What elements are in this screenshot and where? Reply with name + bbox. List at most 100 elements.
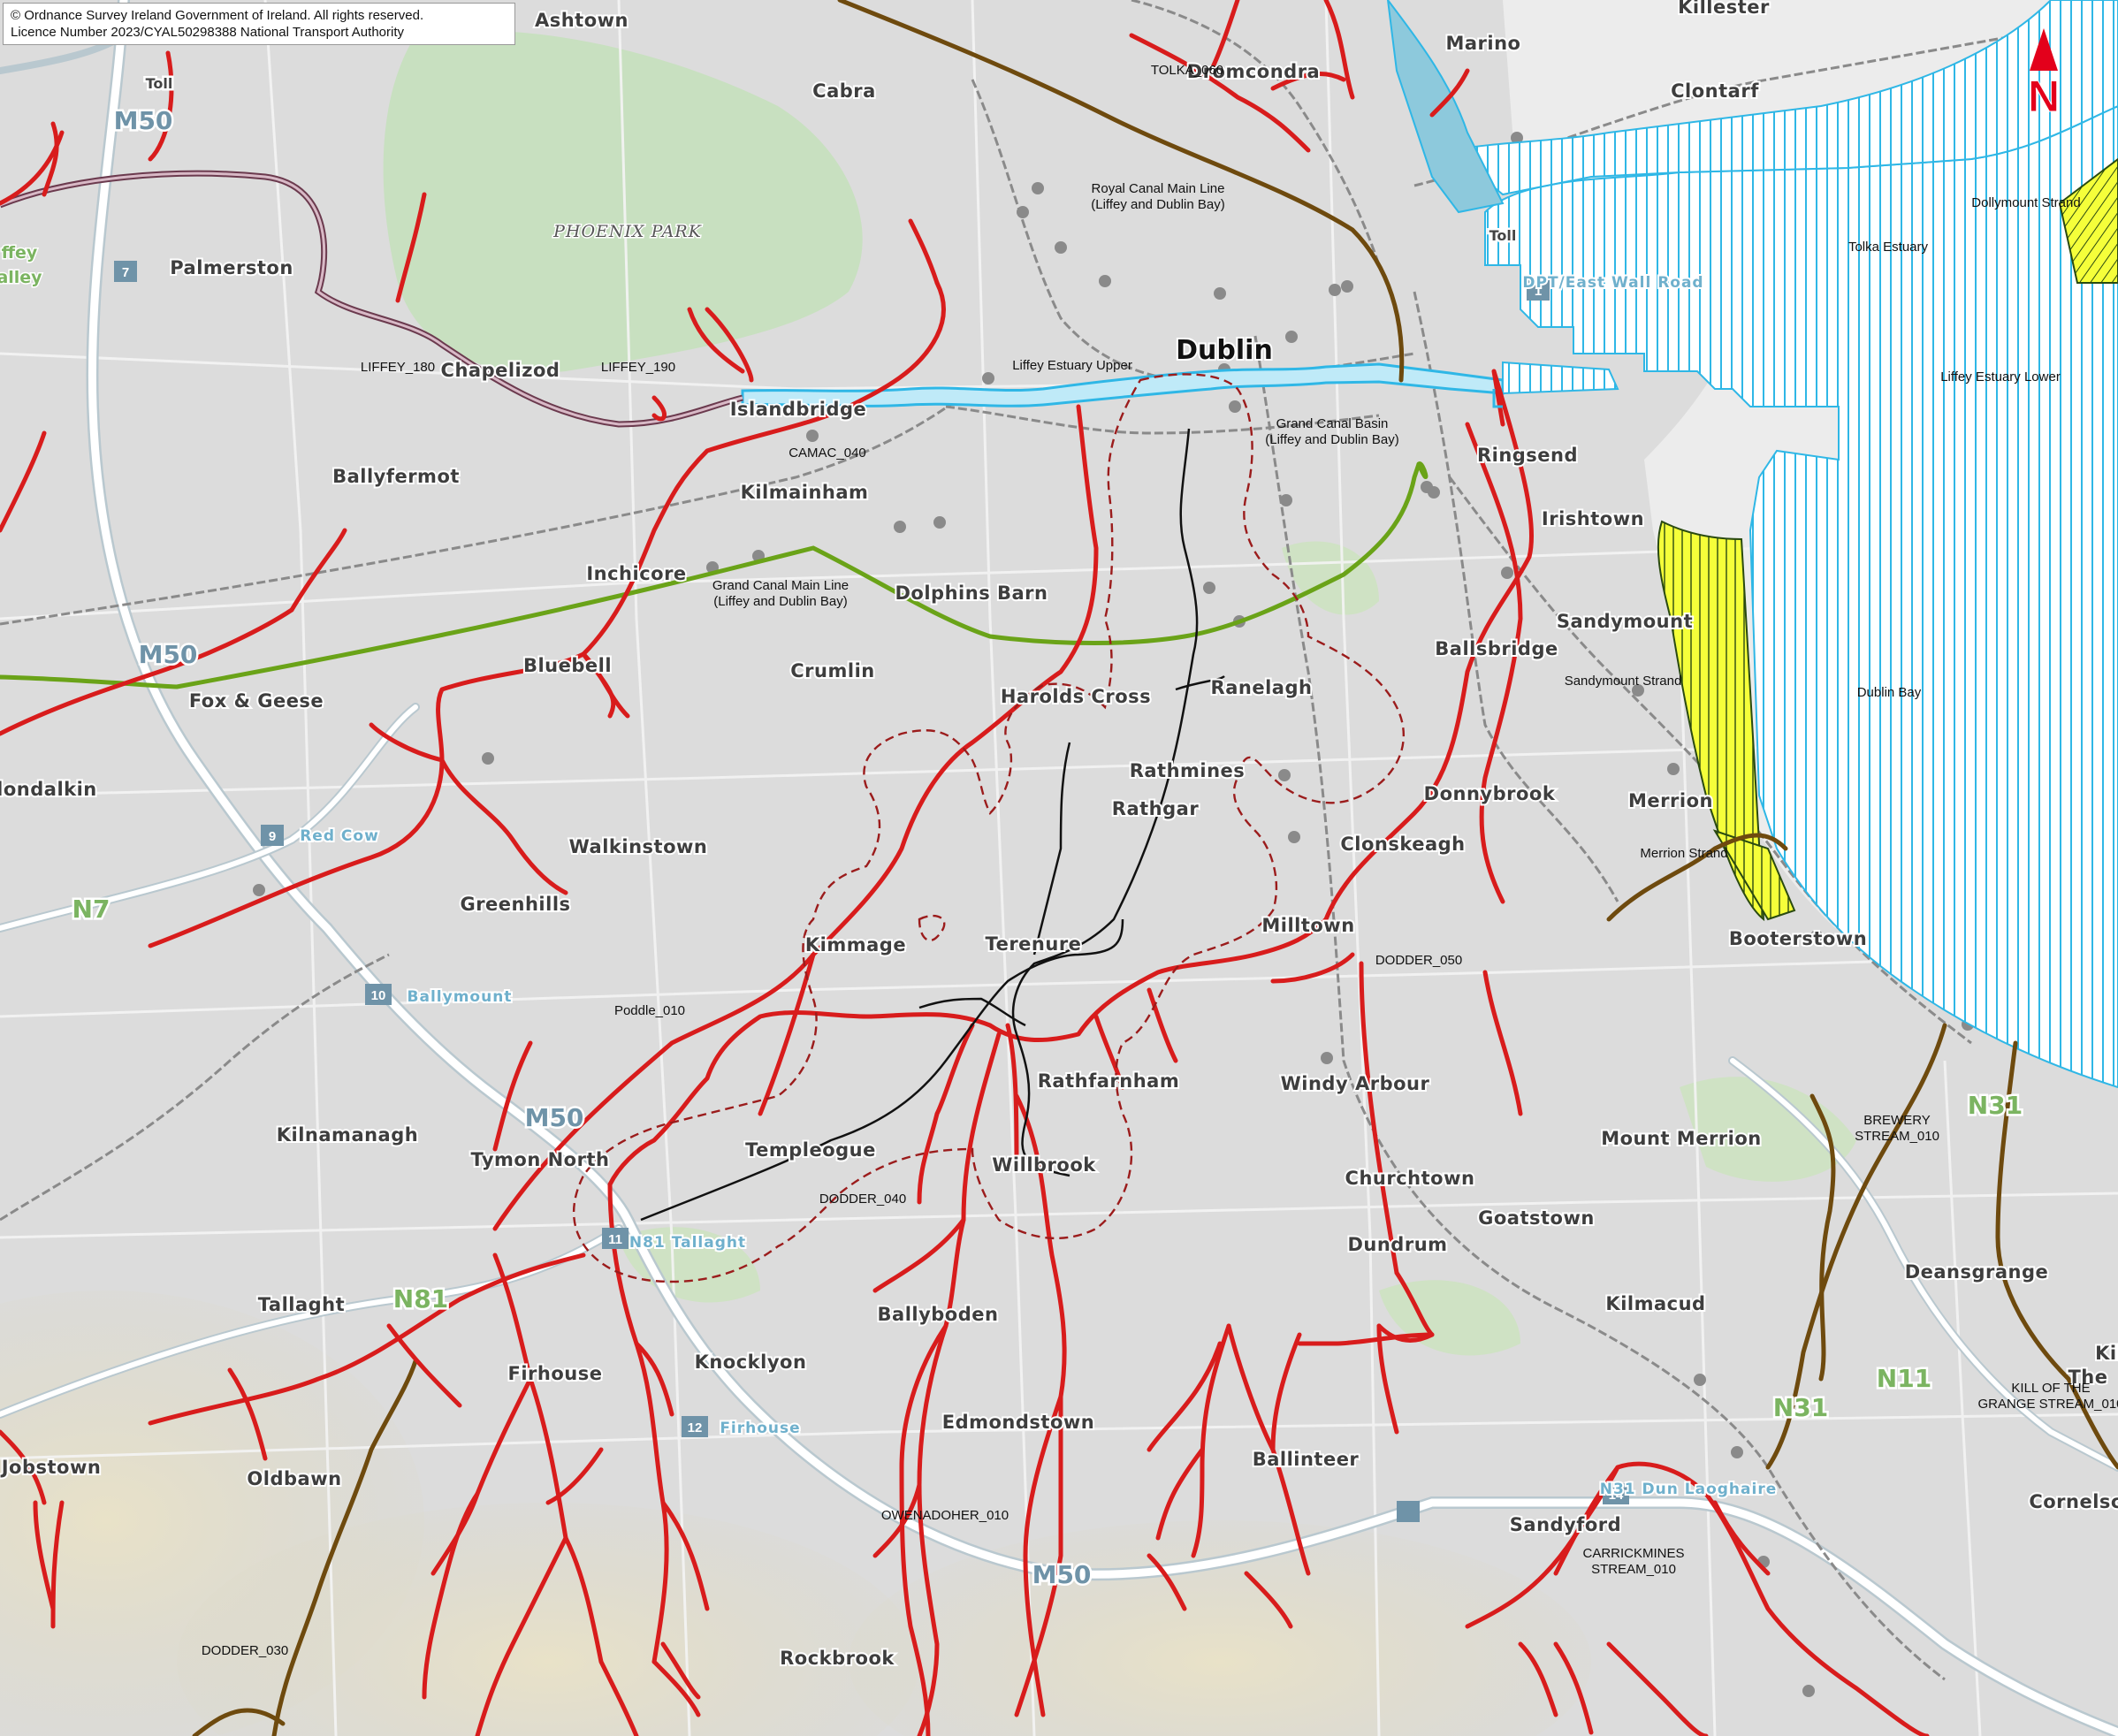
north-arrow-icon: N [2027,28,2061,122]
road-label: N81 [393,1284,448,1313]
waterbody-label: CAMAC_040 [789,445,866,461]
junction-label: Red Cow [300,827,379,845]
waterbody-label: Dublin Bay [1857,685,1922,700]
place-label: Rathfarnham [1038,1070,1179,1092]
place-label: The [2068,1367,2107,1388]
place-label: Mount Merrion [1601,1128,1762,1149]
place-label: Donnybrook [1424,783,1556,804]
junction-label: Ballymount [408,988,513,1006]
place-label: Cabra [812,80,876,102]
place-label: Ballyboden [878,1304,999,1325]
waterbody-label: Tolka Estuary [1848,240,1929,255]
place-label: Irishtown [1542,508,1644,529]
attribution-line-2: Licence Number 2023/CYAL50298388 Nationa… [11,25,404,40]
place-label: Edmondstown [942,1412,1095,1433]
misc-label: alley [0,268,42,287]
place-label: Rockbrook [780,1648,895,1669]
place-label: Clontarf [1671,80,1759,102]
road-label: N11 [1877,1364,1931,1393]
svg-text:7: 7 [122,265,129,280]
junction-label: Firhouse [720,1420,800,1437]
place-label: Greenhills [460,894,570,915]
junction-label: DPT/East Wall Road [1522,274,1703,292]
svg-text:11: 11 [608,1232,622,1247]
waterbody-label: Sandymount Strand [1565,674,1682,689]
waterbody-label: TOLKA_060 [1151,63,1223,78]
royal-canal[interactable] [0,170,743,428]
place-label: Kilmainham [741,482,869,503]
place-label: Ashtown [535,10,629,31]
attribution-box: © Ordnance Survey Ireland Government of … [3,3,515,45]
place-label: Ringsend [1477,445,1578,466]
misc-label: ffey [2,243,38,263]
place-label: Dolphins Barn [895,582,1048,604]
dublin-bay-waterbody[interactable] [741,0,2118,1089]
waterbody-label: OWENADOHER_010 [881,1508,1009,1523]
attribution-line-1: © Ordnance Survey Ireland Government of … [11,8,424,23]
place-label: Chapelizod [441,360,560,381]
road-label: Toll [1489,227,1517,244]
place-label: Churchtown [1345,1168,1475,1189]
junction-11: 11 [602,1228,629,1249]
waterbody-label: LIFFEY_190 [601,360,675,375]
place-label: Tymon North [471,1149,610,1170]
waterbody-label: Grand Canal Main Line(Liffey and Dublin … [712,578,849,609]
junction-markers: 7 9 10 11 12 14 1 [114,261,1629,1522]
place-label: Kimmage [805,934,906,956]
place-label: Harolds Cross [1001,686,1151,707]
grand-canal[interactable] [0,461,1429,689]
red-dashed-boundary [572,373,1406,1283]
junction-12: 12 [682,1416,708,1437]
place-label: Sandyford [1510,1514,1621,1535]
place-label: Clondalkin [0,779,97,800]
waterbody-label: Merrion Strand [1640,846,1727,861]
road-label: N31 [1773,1393,1828,1422]
place-label: Dublin [1176,335,1273,366]
place-label: Willbrook [992,1154,1096,1176]
place-label: Kilmacud [1605,1293,1705,1314]
svg-text:14: 14 [1609,1488,1624,1503]
place-label: Firhouse [508,1363,603,1384]
road-label: M50 [114,106,173,135]
place-label: Crumlin [790,660,874,681]
place-label: Rathmines [1130,760,1246,781]
road-label: M50 [1032,1560,1092,1589]
place-label: Marino [1445,33,1520,54]
svg-text:12: 12 [688,1420,703,1435]
brown-waterbodies[interactable] [192,0,2118,1736]
waterbody-label: DODDER_030 [202,1643,288,1658]
road-label: N31 [1968,1091,2023,1120]
place-label: Clonskeagh [1340,834,1465,855]
place-label: Milltown [1261,915,1354,936]
junction-9: 9 [261,825,284,846]
place-label: Templeogue [745,1139,876,1161]
junction-unnamed [1397,1501,1420,1522]
place-label: Kilnamanagh [277,1124,418,1146]
junction-10: 10 [365,984,392,1005]
place-label: Islandbridge [730,399,867,420]
red-rivers[interactable] [0,0,1930,1736]
place-label: Jobstown [0,1457,101,1478]
place-label: Cornelscourt [2029,1491,2118,1512]
svg-text:10: 10 [371,988,386,1003]
place-label: Goatstown [1478,1207,1595,1229]
black-lines [640,428,1225,1222]
road-label: M50 [139,640,198,669]
place-label: Merrion [1628,790,1713,811]
place-label: Killester [1678,0,1770,18]
road-label: M50 [525,1103,584,1132]
strands[interactable] [1657,157,2118,922]
place-label: Sandymount [1557,611,1693,632]
waterbody-label: DODDER_040 [819,1192,906,1207]
place-label: Ballyfermot [332,466,460,487]
place-label: Knocklyon [695,1351,807,1373]
place-label: Dundrum [1347,1234,1447,1255]
junction-7: 7 [114,261,137,282]
